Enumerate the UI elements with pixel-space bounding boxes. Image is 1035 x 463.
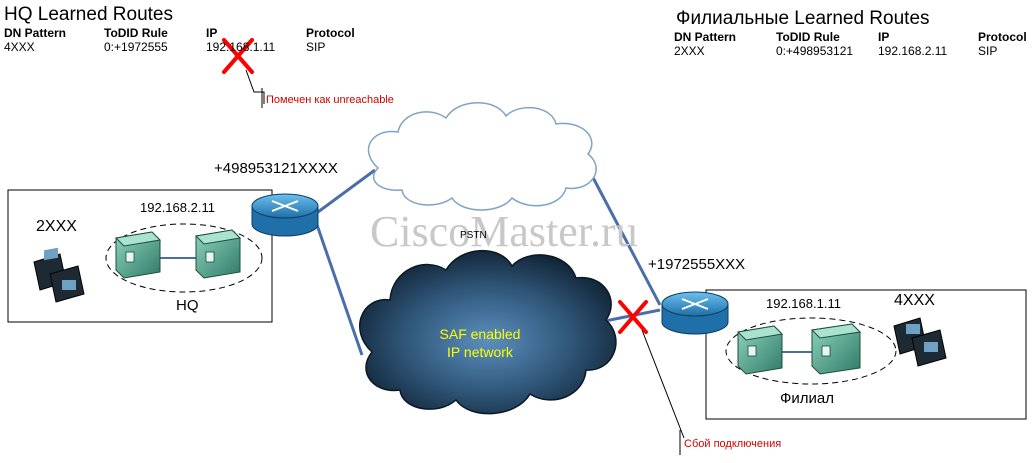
hq-server-2-icon [194,229,242,279]
branch-routes-cell-todid: 0:+498953121 [776,44,854,58]
branch-server-1-icon [736,325,784,375]
hq-router-icon [251,193,319,237]
hq-extension-pattern: 2XXX [36,218,77,235]
unreachable-callout-line [245,69,265,104]
hq-router-pstn-link [317,168,376,214]
branch-routes-cell-ip: 192.168.2.11 [878,44,948,58]
failure-callout-line [641,329,685,439]
unreachable-note: Помечен как unreachable [266,94,394,106]
branch-routes-cell-protocol: SIP [978,44,998,58]
hq-routes-cell-protocol: SIP [306,40,326,54]
branch-server-2-icon [810,323,862,375]
branch-routes-header-ip: IP [878,30,890,44]
branch-routes-header-todid: ToDID Rule [776,30,840,44]
saf-cloud-label-1: SAF enabled [439,326,521,342]
hq-router-saf-link [314,221,364,356]
saf-cloud [359,250,617,415]
branch-server-ip: 192.168.1.11 [766,296,841,311]
hq-routes-header-todid: ToDID Rule [104,26,168,40]
connection-failure-note: Сбой подключения [684,438,782,450]
branch-extension-pattern: 4XXX [894,292,935,309]
hq-routes-cell-dn: 4XXX [4,40,35,54]
branch-ip-phones-icon [893,317,947,367]
pstn-cloud [367,102,597,211]
hq-routes-cell-ip: 192.168.1.11 [206,40,276,54]
hq-cluster-ellipse [105,223,263,293]
branch-site-name: Филиал [780,390,835,407]
pstn-label: PSTN [460,230,487,241]
branch-routes-header-dn: DN Pattern [674,30,737,44]
branch-router-icon [661,291,729,335]
unreachable-x-mark [222,38,254,74]
hq-ip-phones-icon [33,247,85,303]
hq-routes-title: HQ Learned Routes [4,4,173,25]
branch-did-label: +1972555XXX [648,256,746,273]
hq-routes-header-ip: IP [206,26,218,40]
watermark: CiscoMaster.ru [370,207,638,256]
branch-routes-title: Филиальные Learned Routes [676,8,930,29]
pstn-branch-router-link [586,167,662,306]
branch-routes-cell-dn: 2XXX [674,44,705,58]
hq-routes-cell-todid: 0:+1972555 [104,40,168,54]
hq-site-name: HQ [176,297,199,314]
hq-server-1-icon [114,231,162,279]
hq-server-ip: 192.168.2.11 [140,200,215,215]
hq-routes-header-protocol: Protocol [306,26,355,40]
hq-routes-header-dn: DN Pattern [4,26,67,40]
branch-routes-header-protocol: Protocol [978,30,1027,44]
network-links [154,167,812,356]
link-failure-x-mark [618,300,648,334]
branch-cluster-ellipse [725,317,897,385]
hq-did-label: +498953121XXXX [214,160,338,177]
saf-cloud-label-2: IP network [447,344,513,360]
